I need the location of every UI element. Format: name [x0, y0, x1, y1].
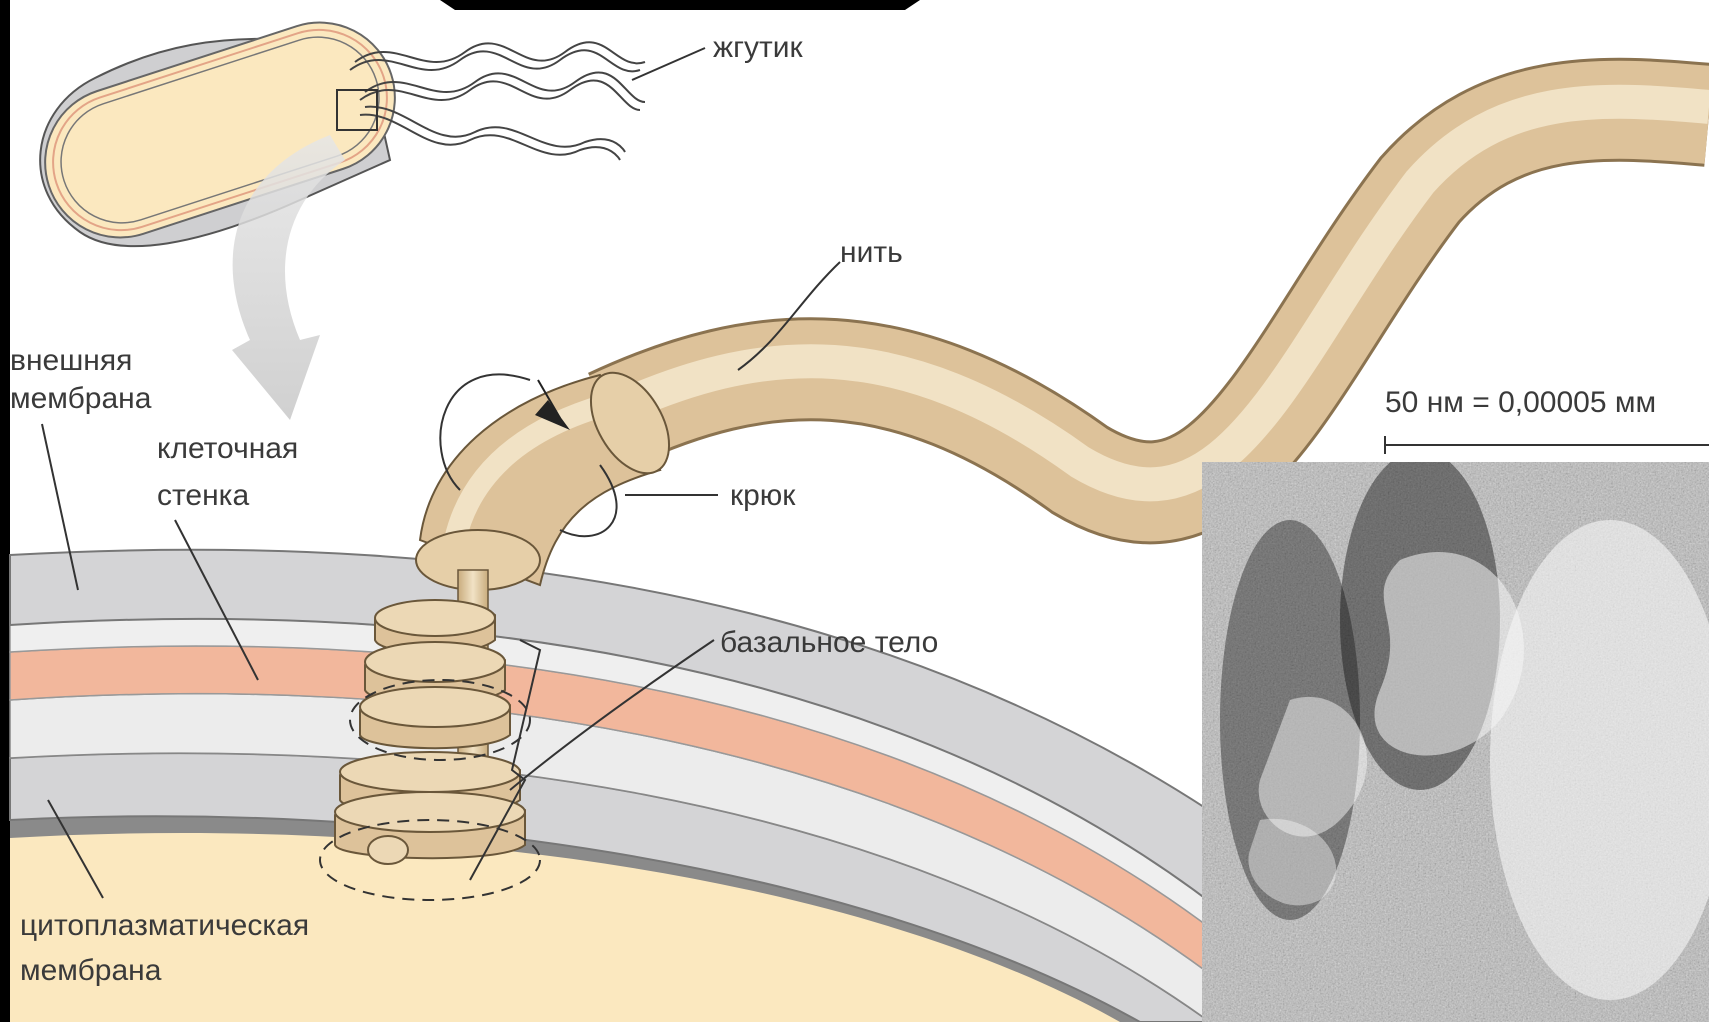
electron-micrograph	[1202, 450, 1709, 1022]
label-cytoplasmic-membrane-2: мембрана	[20, 954, 162, 987]
label-outer-membrane-2: мембрана	[10, 382, 152, 415]
label-cell-wall-1: клеточная	[157, 432, 298, 465]
label-cytoplasmic-membrane-1: цитоплазматическая	[20, 909, 309, 942]
label-filament: нить	[840, 236, 903, 269]
label-basal-body: базальное тело	[720, 626, 938, 659]
label-flagellum: жгутик	[713, 31, 804, 64]
label-hook: крюк	[730, 479, 796, 512]
cropped-title-fragment	[440, 0, 920, 10]
scale-bar-label: 50 нм = 0,00005 мм	[1385, 386, 1656, 419]
label-outer-membrane-1: внешняя	[10, 344, 132, 377]
label-cell-wall-2: стенка	[157, 479, 249, 512]
